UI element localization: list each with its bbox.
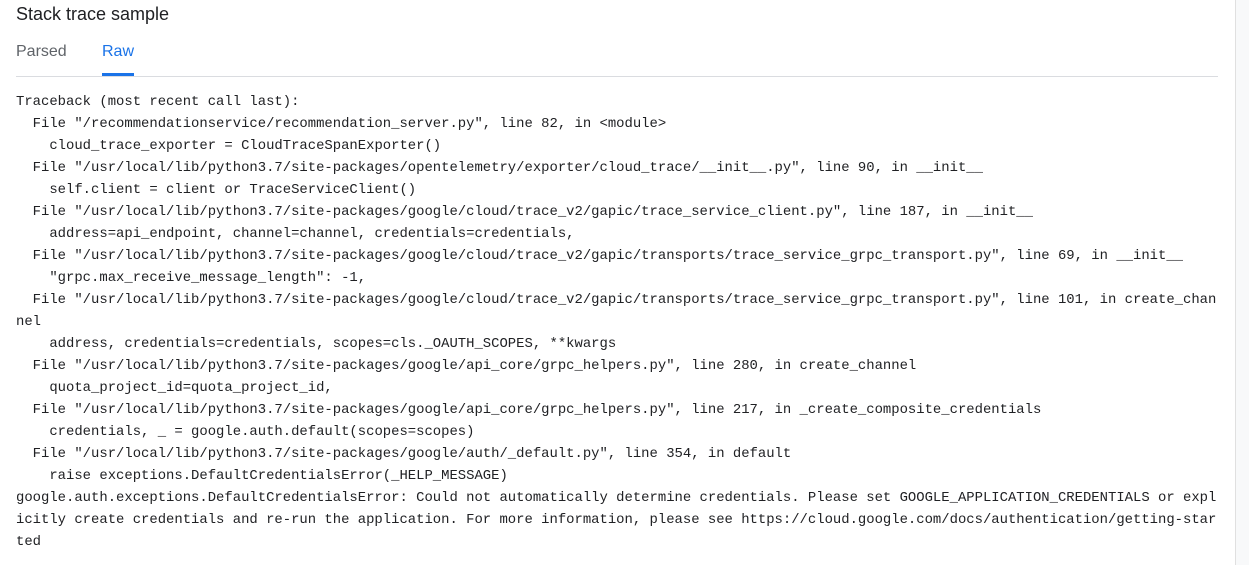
tab-parsed[interactable]: Parsed xyxy=(16,43,67,60)
tab-bar: Parsed Raw xyxy=(16,38,1218,77)
tab-raw[interactable]: Raw xyxy=(102,38,135,76)
panel-title: Stack trace sample xyxy=(16,4,170,24)
raw-stack-trace: Traceback (most recent call last): File … xyxy=(16,94,1217,550)
right-gutter xyxy=(1236,0,1249,565)
